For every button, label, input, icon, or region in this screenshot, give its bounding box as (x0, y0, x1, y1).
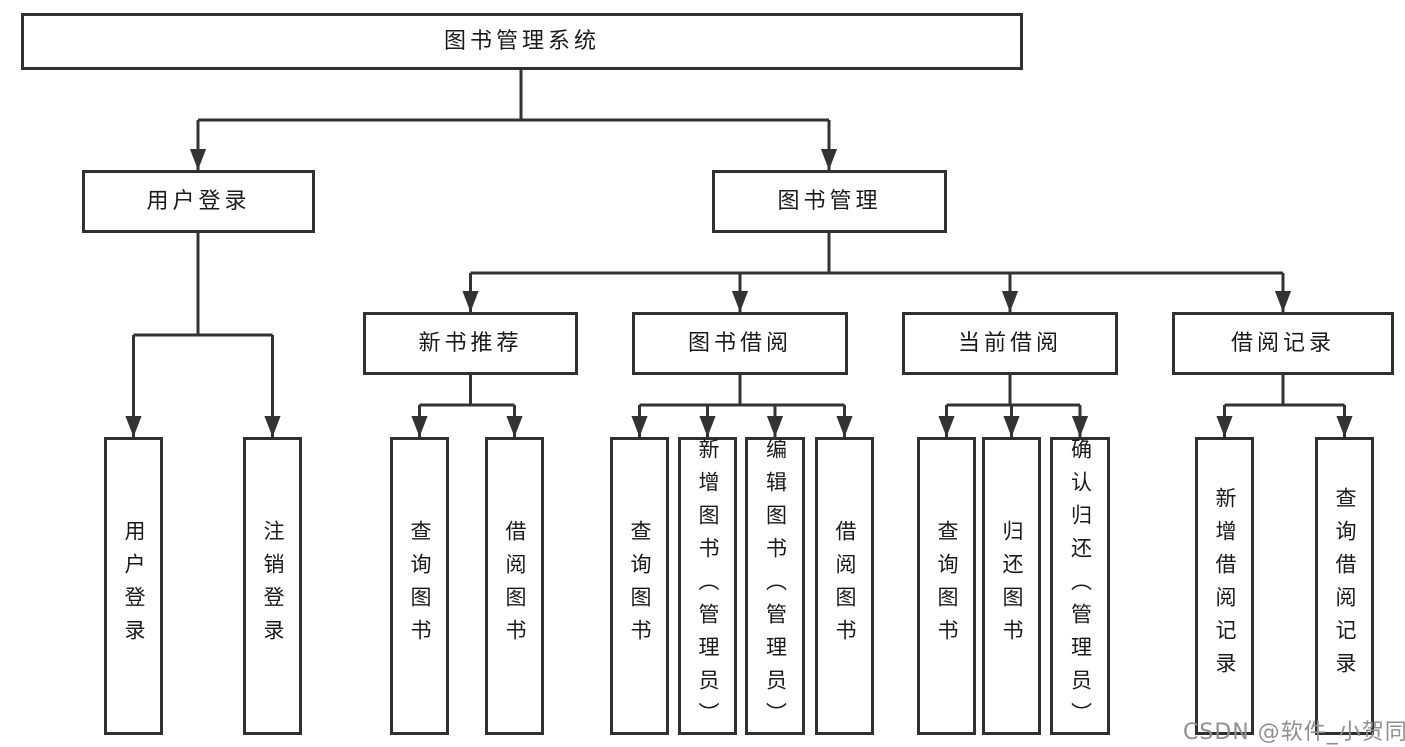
node-book-management: 图书管理 (712, 170, 947, 233)
node-user-login-label: 用户登录 (146, 188, 251, 214)
leaf-current-confirm-return: 确认归还（管理员） (1050, 437, 1110, 735)
leaf-records-query-record-label: 查询借阅记录 (1333, 487, 1357, 685)
leaf-current-query-book: 查询图书 (917, 437, 976, 735)
leaf-borrowing-borrow-book: 借阅图书 (815, 437, 874, 735)
leaf-records-add-record: 新增借阅记录 (1195, 437, 1254, 735)
leaf-records-add-record-label: 新增借阅记录 (1213, 487, 1237, 685)
leaf-user-login: 用户登录 (104, 437, 163, 735)
leaf-current-return-book-label: 归还图书 (1000, 520, 1024, 652)
leaf-borrowing-add-book: 新增图书（管理员） (678, 437, 737, 735)
leaf-recommend-borrow-book-label: 借阅图书 (503, 520, 527, 652)
leaf-recommend-borrow-book: 借阅图书 (485, 437, 544, 735)
leaf-current-return-book: 归还图书 (982, 437, 1041, 735)
leaf-current-confirm-return-label: 确认归还（管理员） (1068, 437, 1093, 735)
node-borrowing-records-label: 借阅记录 (1230, 330, 1335, 356)
watermark: CSDN @软件_小贺同学 (1183, 720, 1405, 745)
leaf-borrowing-query-book-label: 查询图书 (628, 520, 652, 652)
node-book-management-label: 图书管理 (777, 188, 882, 214)
node-current-borrowing-label: 当前借阅 (957, 330, 1062, 356)
leaf-borrowing-borrow-book-label: 借阅图书 (833, 520, 857, 652)
node-book-borrowing: 图书借阅 (632, 312, 848, 375)
node-root: 图书管理系统 (21, 13, 1023, 70)
node-current-borrowing: 当前借阅 (902, 312, 1118, 375)
node-borrowing-records: 借阅记录 (1172, 312, 1394, 375)
node-root-label: 图书管理系统 (443, 28, 600, 54)
node-book-borrowing-label: 图书借阅 (687, 330, 792, 356)
leaf-recommend-query-book-label: 查询图书 (408, 520, 432, 652)
leaf-logout: 注销登录 (243, 437, 302, 735)
node-new-book-recommend-label: 新书推荐 (418, 330, 523, 356)
leaf-borrowing-edit-book-label: 编辑图书（管理员） (763, 437, 788, 735)
leaf-user-login-label: 用户登录 (122, 520, 146, 652)
leaf-borrowing-edit-book: 编辑图书（管理员） (745, 437, 805, 735)
leaf-borrowing-add-book-label: 新增图书（管理员） (696, 437, 720, 735)
leaf-borrowing-query-book: 查询图书 (610, 437, 669, 735)
node-new-book-recommend: 新书推荐 (363, 312, 578, 375)
leaf-current-query-book-label: 查询图书 (935, 520, 959, 652)
leaf-recommend-query-book: 查询图书 (390, 437, 449, 735)
leaf-logout-label: 注销登录 (261, 520, 285, 652)
leaf-records-query-record: 查询借阅记录 (1315, 437, 1374, 735)
node-user-login: 用户登录 (82, 170, 315, 233)
